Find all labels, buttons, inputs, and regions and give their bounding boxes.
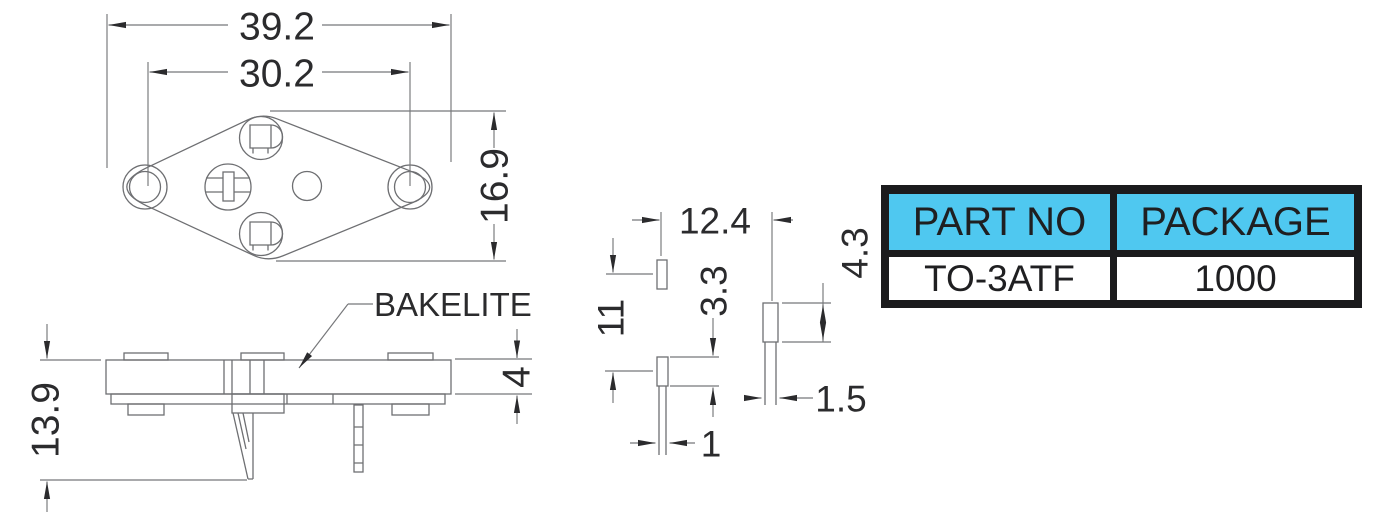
- top-boss-right: [387, 352, 434, 361]
- top-boss-center: [240, 352, 285, 361]
- bakelite-body: [105, 359, 452, 395]
- right-pin-wire: [764, 342, 777, 405]
- dim-label-total-height: 13.9: [25, 382, 68, 458]
- dim-label-right-pin-width: 1.5: [815, 379, 866, 420]
- right-pin: [353, 404, 364, 473]
- center-pin-block: [231, 393, 285, 414]
- dimension-total-height: 13.9: [25, 324, 247, 512]
- dimension-overall-height: 16.9: [270, 110, 517, 262]
- pin-detail-right: 4.3 1.5: [744, 227, 876, 420]
- dimension-hole-spacing: 30.2: [147, 53, 411, 186]
- lower-plate: [110, 393, 446, 405]
- left-mounting-hole-inner: [128, 170, 162, 204]
- small-pin-hole: [291, 170, 323, 202]
- center-keyed-hole: [204, 163, 252, 211]
- right-pin-segment: [762, 302, 779, 343]
- package-header-cell: PACKAGE: [1117, 194, 1354, 250]
- dimension-left-segment-height: 3.3: [670, 265, 735, 417]
- pin-detail-left: 12.4 11 3.3 1: [591, 201, 793, 465]
- dimension-pin-length: 11: [591, 238, 653, 403]
- dim-label-left-pin-width: 1: [701, 424, 722, 465]
- dimension-left-pin-width: 1: [630, 424, 721, 465]
- part-table: PART NO PACKAGE TO-3ATF 1000: [881, 185, 1362, 308]
- dim-label-body-thickness: 4: [496, 366, 539, 388]
- top-keyed-hole: [238, 115, 284, 161]
- top-view: 39.2 30.2 16.9: [106, 6, 517, 262]
- bottom-boss-right: [391, 403, 430, 416]
- left-mounting-hole-outer: [122, 164, 168, 210]
- dim-label-right-segment-height: 4.3: [835, 227, 876, 278]
- part-no-value-cell: TO-3ATF: [889, 257, 1110, 300]
- dimension-pin-pitch: 12.4: [632, 201, 793, 301]
- flange-outline: [126, 115, 431, 260]
- bottom-boss-left: [127, 403, 165, 416]
- side-view: 13.9 4 BAKELITE: [25, 286, 539, 512]
- dim-label-pin-pitch: 12.4: [679, 201, 751, 242]
- dim-label-hole-spacing: 30.2: [239, 53, 315, 96]
- left-pin-tip-segment: [656, 259, 668, 290]
- top-boss-left: [123, 352, 169, 361]
- dim-label-overall-width: 39.2: [239, 6, 315, 49]
- package-value-cell: 1000: [1117, 257, 1354, 300]
- left-pin-base-segment: [656, 356, 669, 387]
- material-callout: BAKELITE: [298, 286, 532, 369]
- bottom-keyed-hole: [238, 211, 284, 257]
- part-no-header-cell: PART NO: [889, 194, 1110, 250]
- dim-label-pin-length: 11: [591, 299, 632, 337]
- left-pin-wire: [658, 386, 667, 455]
- dimension-overall-width: 39.2: [106, 6, 452, 168]
- material-label: BAKELITE: [374, 286, 532, 323]
- center-pin: [232, 412, 254, 480]
- dim-label-left-segment-height: 3.3: [694, 265, 735, 316]
- dim-label-overall-height: 16.9: [474, 148, 517, 224]
- dimension-body-thickness: 4: [455, 329, 539, 424]
- dimension-right-segment-height: 4.3: [782, 227, 876, 343]
- dimension-right-pin-width: 1.5: [744, 379, 867, 420]
- center-channel-lines: [223, 360, 265, 394]
- lower-plate-ticks: [286, 394, 334, 404]
